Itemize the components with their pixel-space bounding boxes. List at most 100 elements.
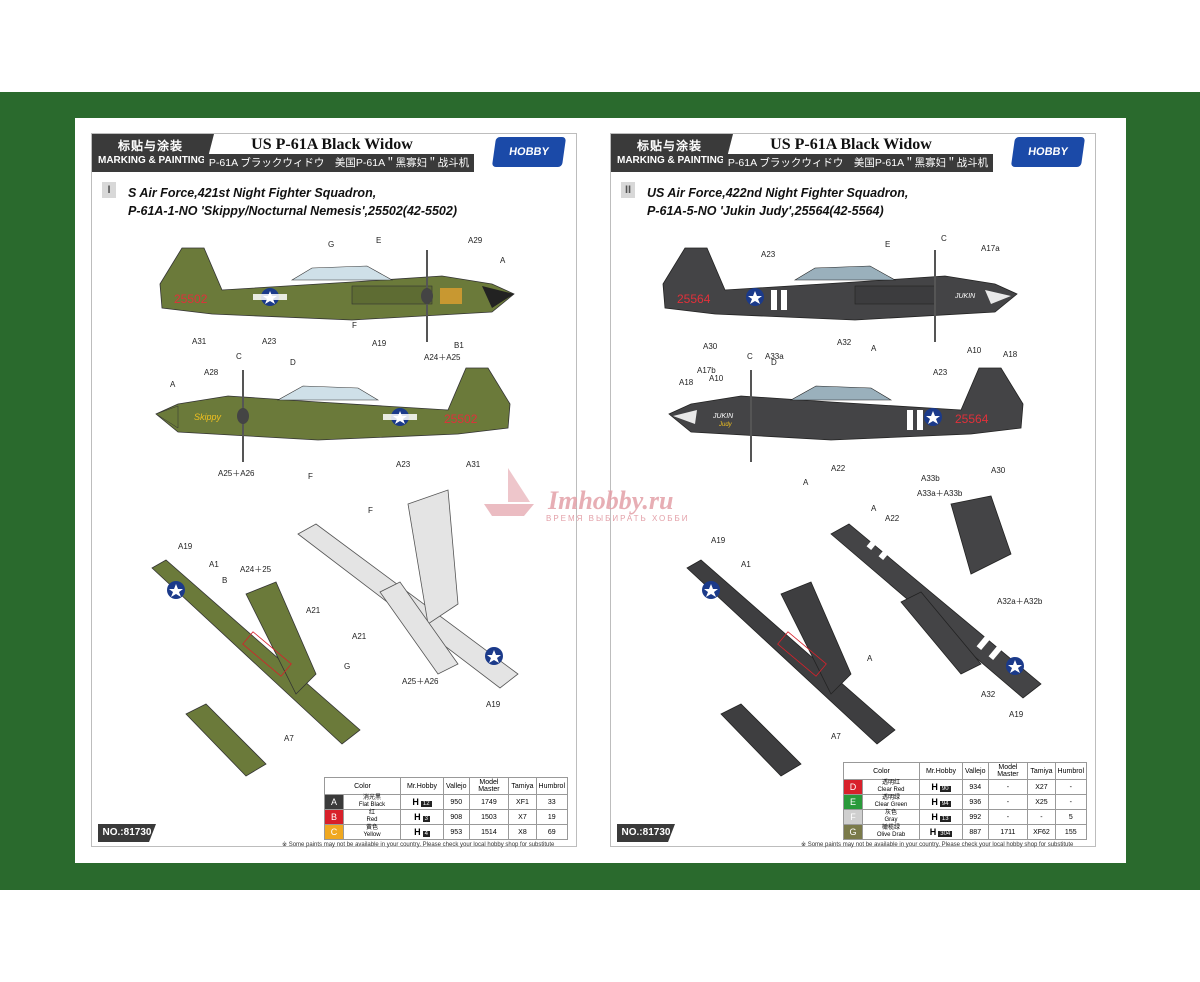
callout-label: A24＋A25 [424,353,461,362]
color-swatch: A [324,794,344,810]
humbrol-code: 155 [1054,824,1088,840]
tamiya-code: X7 [508,809,537,825]
callout-label: A22 [831,464,846,473]
col-header: Vallejo [443,777,470,795]
callout-label: A7 [831,732,841,741]
watermark-tagline: ВРЕМЯ ВЫБИРАТЬ ХОББИ [546,514,690,523]
callout-label: A32 [837,338,852,347]
sheet-right: 标贴与涂装 MARKING & PAINTING US P-61A Black … [610,133,1096,848]
callout-label: A19 [486,700,501,709]
header-cn-title: 标贴与涂装 [637,139,703,153]
serial-number: 25502 [444,412,478,426]
callout-label: A31 [192,337,207,346]
model-master-code: 1503 [468,809,510,825]
color-name-cn: 黄色 [365,825,378,831]
callout-label: A32a＋A32b [997,597,1043,606]
scheme-heading: S Air Force,421st Night Fighter Squadron… [128,184,457,220]
vallejo-code: 908 [443,809,470,825]
callout-label: B1 [454,341,464,350]
model-master-code: - [987,779,1029,795]
watermark-text: Imhobby.ru [548,486,674,515]
nose-art: JUKIN [954,293,976,300]
hobby-number: 13 [939,816,951,822]
scheme-heading: US Air Force,422nd Night Fighter Squadro… [647,184,908,220]
col-header: Mr.Hobby [919,762,963,780]
callout-label: E [376,236,382,245]
color-swatch: D [843,779,863,795]
callout-label: A19 [178,542,193,551]
col-header: Model Master [468,777,510,795]
model-master-code: - [987,794,1029,810]
humbrol-code: - [1054,779,1088,795]
callout-label: A30 [991,466,1006,475]
callout-label: A30 [703,342,718,351]
color-swatch: E [843,794,863,810]
callout-label: A [871,504,877,513]
color-name-cn: 透明红 [881,780,900,786]
tamiya-code: X8 [508,824,537,840]
color-name-en: Clear Red [877,787,905,793]
col-header: Tamiya [1027,762,1056,780]
color-name-en: Gray [884,817,898,823]
color-swatch: F [843,809,863,825]
hobby-number: 3 [422,816,430,822]
col-header: Humbrol [535,777,569,795]
color-name-en: Olive Drab [876,832,906,838]
callout-label: A29 [468,236,483,245]
callout-label: A [803,478,809,487]
col-header: Color [843,762,920,780]
plan-bottom-view [830,495,1042,699]
callout-label: A [867,654,873,663]
hobby-number: 90 [939,786,951,792]
callout-label: D [290,358,296,367]
vallejo-code: 936 [962,794,989,810]
nose-art-sub: Judy [718,422,733,428]
header-badge: 标贴与涂装 MARKING & PAINTING [92,134,214,172]
tamiya-code: XF1 [508,794,537,810]
page-subtitle: P-61A ブラックウィドウ 美国P-61A＂黑寡妇＂战斗机 [204,154,474,172]
vallejo-code: 953 [443,824,470,840]
callout-label: A23 [262,337,277,346]
header-en-title: MARKING & PAINTING [98,155,206,166]
plan-top-view [151,559,361,777]
page-title: US P-61A Black Widow [770,136,932,153]
col-header: Color [324,777,401,795]
brand-logo: HOBBY BOSS [1010,137,1086,188]
col-header: Mr.Hobby [400,777,444,795]
humbrol-code: 33 [535,794,569,810]
color-name-en: Red [366,817,378,823]
kit-number: NO.:81730 [617,824,675,842]
callout-label: C [747,352,753,361]
callout-label: D [771,358,777,367]
sheet-header: 标贴与涂装 MARKING & PAINTING US P-61A Black … [92,134,576,188]
callout-label: A10 [709,374,724,383]
callout-label: A10 [967,346,982,355]
color-name-cn: 红 [368,810,375,816]
color-name-en: Flat Black [358,802,386,808]
hobby-number: 94 [939,801,951,807]
sheet-header: 标贴与涂装 MARKING & PAINTING US P-61A Black … [611,134,1095,188]
callout-label: A19 [1009,710,1024,719]
scheme-number: II [621,182,635,198]
paint-note: ※ Some paints may not be available in yo… [801,842,1074,848]
nose-art: JUKIN [712,413,734,420]
callout-label: B [222,576,228,585]
callout-label: A21 [306,606,321,615]
callout-label: G [344,662,351,671]
callout-label: A1 [209,560,219,569]
nose-art: Skippy [194,412,222,422]
page-subtitle: P-61A ブラックウィドウ 美国P-61A＂黑寡妇＂战斗机 [723,154,993,172]
color-name-en: Yellow [363,832,381,838]
col-header: Model Master [987,762,1029,780]
